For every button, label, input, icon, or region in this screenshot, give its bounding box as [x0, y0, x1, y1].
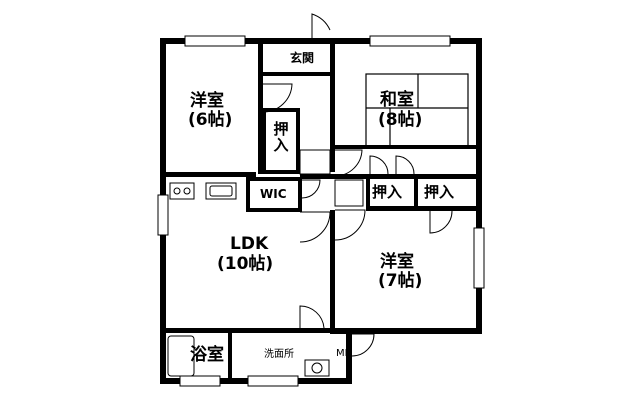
wall-hall-bottom: [300, 174, 476, 179]
hall-frame-2: [334, 179, 364, 207]
room-ldk-size: (10帖): [217, 254, 274, 274]
room-bath: 浴室: [190, 345, 224, 365]
room-closet-center: 押入: [372, 183, 403, 201]
wall-bath-right: [228, 333, 232, 379]
room-western-7-size: (7帖): [378, 271, 423, 291]
door-closet-a: [369, 155, 389, 175]
room-western-7-name: 洋室: [380, 252, 414, 272]
wall-wic-box-top: [246, 177, 302, 181]
window-washitsu-top: [369, 35, 451, 47]
room-closet-right: 押入: [424, 183, 455, 201]
wall-washitsu-bottom: [335, 145, 476, 149]
door-wash: [299, 305, 325, 329]
door-closet-b: [395, 155, 415, 175]
room-washitsu-size: (8帖): [378, 110, 423, 130]
tatami-outline: [365, 73, 469, 147]
wall-room1-right: [258, 44, 263, 174]
sink: [205, 182, 237, 200]
hall-frame-1: [299, 149, 331, 175]
door-closet-right: [429, 210, 453, 234]
door-room1: [262, 83, 293, 113]
window-room1-top: [184, 35, 246, 47]
wall-wic-box-bottom: [246, 208, 302, 212]
door-washitsu: [334, 149, 363, 177]
door-room3: [334, 209, 366, 241]
bathtub: [167, 335, 195, 377]
door-entrance: [311, 13, 331, 44]
wall-genkan-bottom: [262, 72, 332, 76]
window-room3-right: [473, 227, 485, 289]
wall-closet-divider: [414, 174, 418, 210]
wall-center-vertical: [330, 44, 335, 172]
wall-outer-bottom-right: [330, 328, 482, 334]
wall-outer-right: [476, 38, 482, 334]
wall-ldk-bottom: [166, 328, 334, 333]
window-wash-bottom: [247, 375, 299, 387]
window-bath-bottom: [179, 375, 221, 387]
room-genkan: 玄関: [290, 51, 315, 65]
door-mb: [351, 333, 375, 357]
wall-mb-right: [346, 328, 352, 384]
washbasin: [304, 359, 330, 377]
door-ldk-hall: [299, 211, 331, 243]
closet-frame: [262, 108, 300, 174]
room-western-6-size: (6帖): [188, 110, 233, 130]
wall-room1-bottom: [166, 172, 256, 177]
wall-room3-left: [330, 210, 335, 330]
room-washitsu-name: 和室: [380, 90, 414, 110]
wall-closet-bottom: [366, 206, 476, 211]
room-washroom: 洗面所: [264, 349, 294, 360]
window-ldk-left: [157, 194, 169, 236]
wall-outer-top-left: [160, 38, 340, 44]
wall-closet-left: [366, 174, 370, 210]
room-closet-left: 押入: [273, 120, 289, 154]
room-wic: WIC: [260, 187, 287, 201]
door-wic: [301, 179, 321, 199]
room-machine: MB: [336, 348, 352, 359]
room-western-6-name: 洋室: [190, 91, 224, 111]
wall-wic-box-left: [246, 177, 250, 212]
stove: [169, 182, 195, 200]
room-ldk-name: LDK: [230, 234, 269, 254]
wall-wic-box-right: [298, 177, 302, 212]
